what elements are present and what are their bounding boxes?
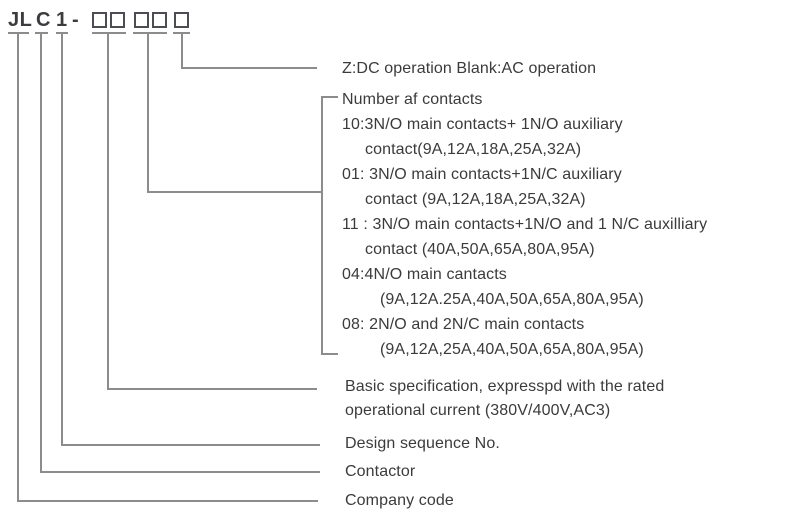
label-basic-spec: Basic specification, expresspd with the … [345,375,664,423]
tbar-box-pair1 [92,32,126,34]
code-char-dash: - [72,9,80,31]
contacts-item-10-sub: contact(9A,12A,18A,25A,32A) [365,141,582,158]
contacts-bracket-spine [321,96,323,355]
contacts-item-11-sub: contact (40A,50A,65A,80A,95A) [365,241,595,258]
label-design-sequence: Design sequence No. [345,435,500,452]
connector-basicspec-vline [107,33,109,390]
contacts-item-08: 08: 2N/O and 2N/C main contacts [342,316,585,333]
label-company-code: Company code [345,492,454,509]
contacts-item-08-sub: (9A,12A,25A,40A,50A,65A,80A,95A) [380,341,644,358]
contacts-bracket-bottom-tick [321,353,338,355]
code-char-jl: JL [8,9,33,31]
contacts-header: Number af contacts [342,91,483,108]
code-box-3 [134,12,149,28]
connector-contacts-hline [147,191,323,193]
code-box-5 [174,12,189,28]
label-basic-spec-line1: Basic specification, expresspd with the … [345,378,665,395]
connector-operation-vline [181,33,183,69]
label-contactor: Contactor [345,463,416,480]
code-box-1 [92,12,107,28]
connector-basicspec-hline [107,388,317,390]
contacts-item-04: 04:4N/O main cantacts [342,266,507,283]
contacts-item-11: 11 : 3N/O main contacts+1N/O and 1 N/C a… [342,216,708,233]
connector-company-hline [17,500,318,502]
contacts-item-04-sub: (9A,12A.25A,40A,50A,65A,80A,95A) [380,291,644,308]
label-basic-spec-line2: operational current (380V/400V,AC3) [345,402,611,419]
code-char-1: 1 [56,9,68,31]
code-char-c: C [36,9,51,31]
contacts-item-10: 10:3N/O main contacts+ 1N/O auxiliary [342,116,623,133]
code-box-2 [110,12,125,28]
connector-operation-hline [181,67,317,69]
contacts-list: Number af contacts 10:3N/O main contacts… [342,87,707,362]
connector-contactor-hline [40,471,320,473]
connector-design-vline [61,33,63,446]
tbar-box-pair2 [133,32,167,34]
connector-contacts-vline [147,33,149,193]
connector-company-vline [17,33,19,502]
connector-design-hline [61,444,320,446]
contacts-bracket-top-tick [321,96,338,98]
connector-contactor-vline [40,33,42,473]
label-operation: Z:DC operation Blank:AC operation [342,60,597,77]
contacts-item-01-sub: contact (9A,12A,18A,25A,32A) [365,191,586,208]
code-box-4 [152,12,167,28]
contacts-item-01: 01: 3N/O main contacts+1N/C auxiliary [342,166,622,183]
